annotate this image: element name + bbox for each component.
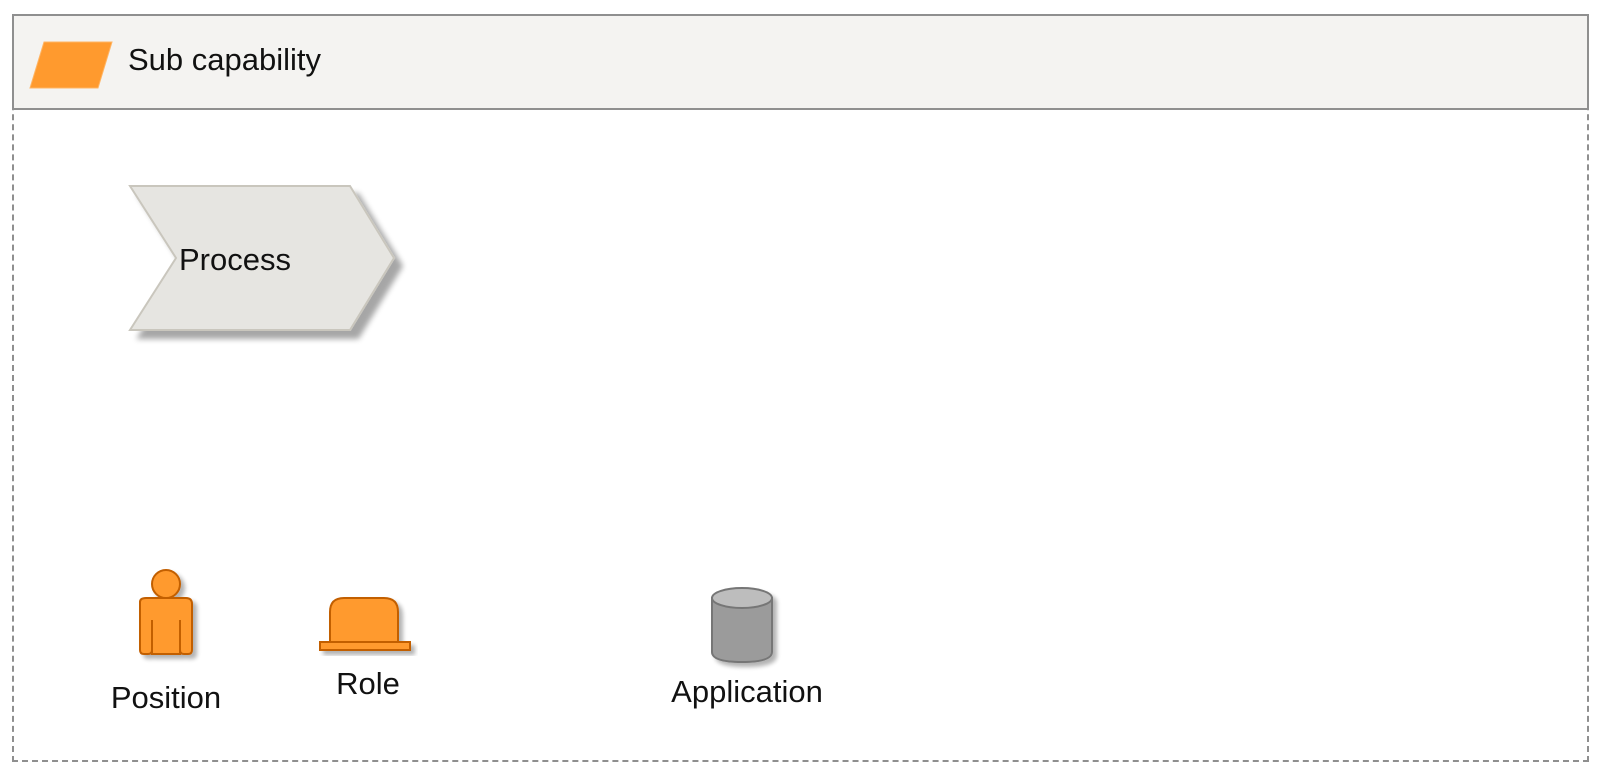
capability-parallelogram-icon: [29, 41, 113, 89]
database-cylinder-icon[interactable]: [710, 586, 782, 672]
hat-icon[interactable]: [318, 596, 418, 656]
application-label: Application: [671, 674, 823, 709]
sub-capability-container: [12, 14, 1589, 762]
role-label: Role: [336, 666, 400, 701]
sub-capability-title: Sub capability: [128, 42, 322, 77]
sub-capability-header: Sub capability: [12, 14, 1589, 110]
process-label: Process: [179, 242, 291, 277]
process-chevron[interactable]: [128, 184, 418, 354]
person-icon[interactable]: [126, 568, 208, 664]
position-label: Position: [110, 680, 222, 715]
